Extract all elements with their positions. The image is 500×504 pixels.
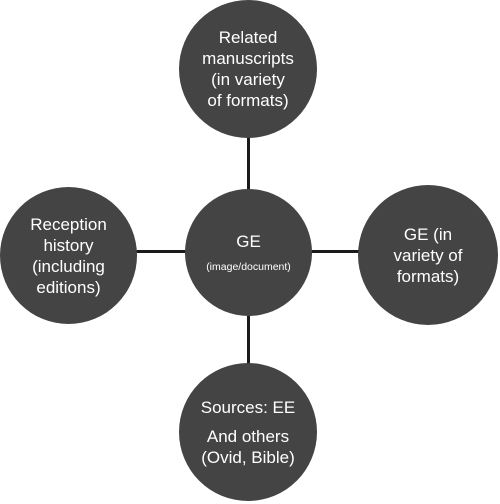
left-node: Reception history (including editions) — [0, 187, 137, 324]
center-node: GE (image/document) — [185, 189, 312, 316]
top-node: Related manuscripts (in variety of forma… — [179, 0, 317, 138]
connector-bottom — [247, 306, 250, 364]
bottom-node: Sources: EE And others (Ovid, Bible) — [179, 363, 317, 501]
connector-right — [302, 250, 360, 253]
bottom-node-line1: Sources: EE — [200, 397, 296, 417]
connector-top — [247, 136, 250, 194]
left-node-label: Reception history (including editions) — [30, 214, 107, 297]
bottom-node-line2: And others (Ovid, Bible) — [201, 426, 295, 467]
right-node-label: GE (in variety of formats) — [393, 224, 463, 286]
connector-left — [136, 250, 196, 253]
center-node-subtitle: (image/document) — [206, 261, 291, 273]
right-node: GE (in variety of formats) — [358, 185, 498, 325]
top-node-label: Related manuscripts (in variety of forma… — [202, 28, 294, 110]
center-node-title: GE — [236, 232, 261, 251]
